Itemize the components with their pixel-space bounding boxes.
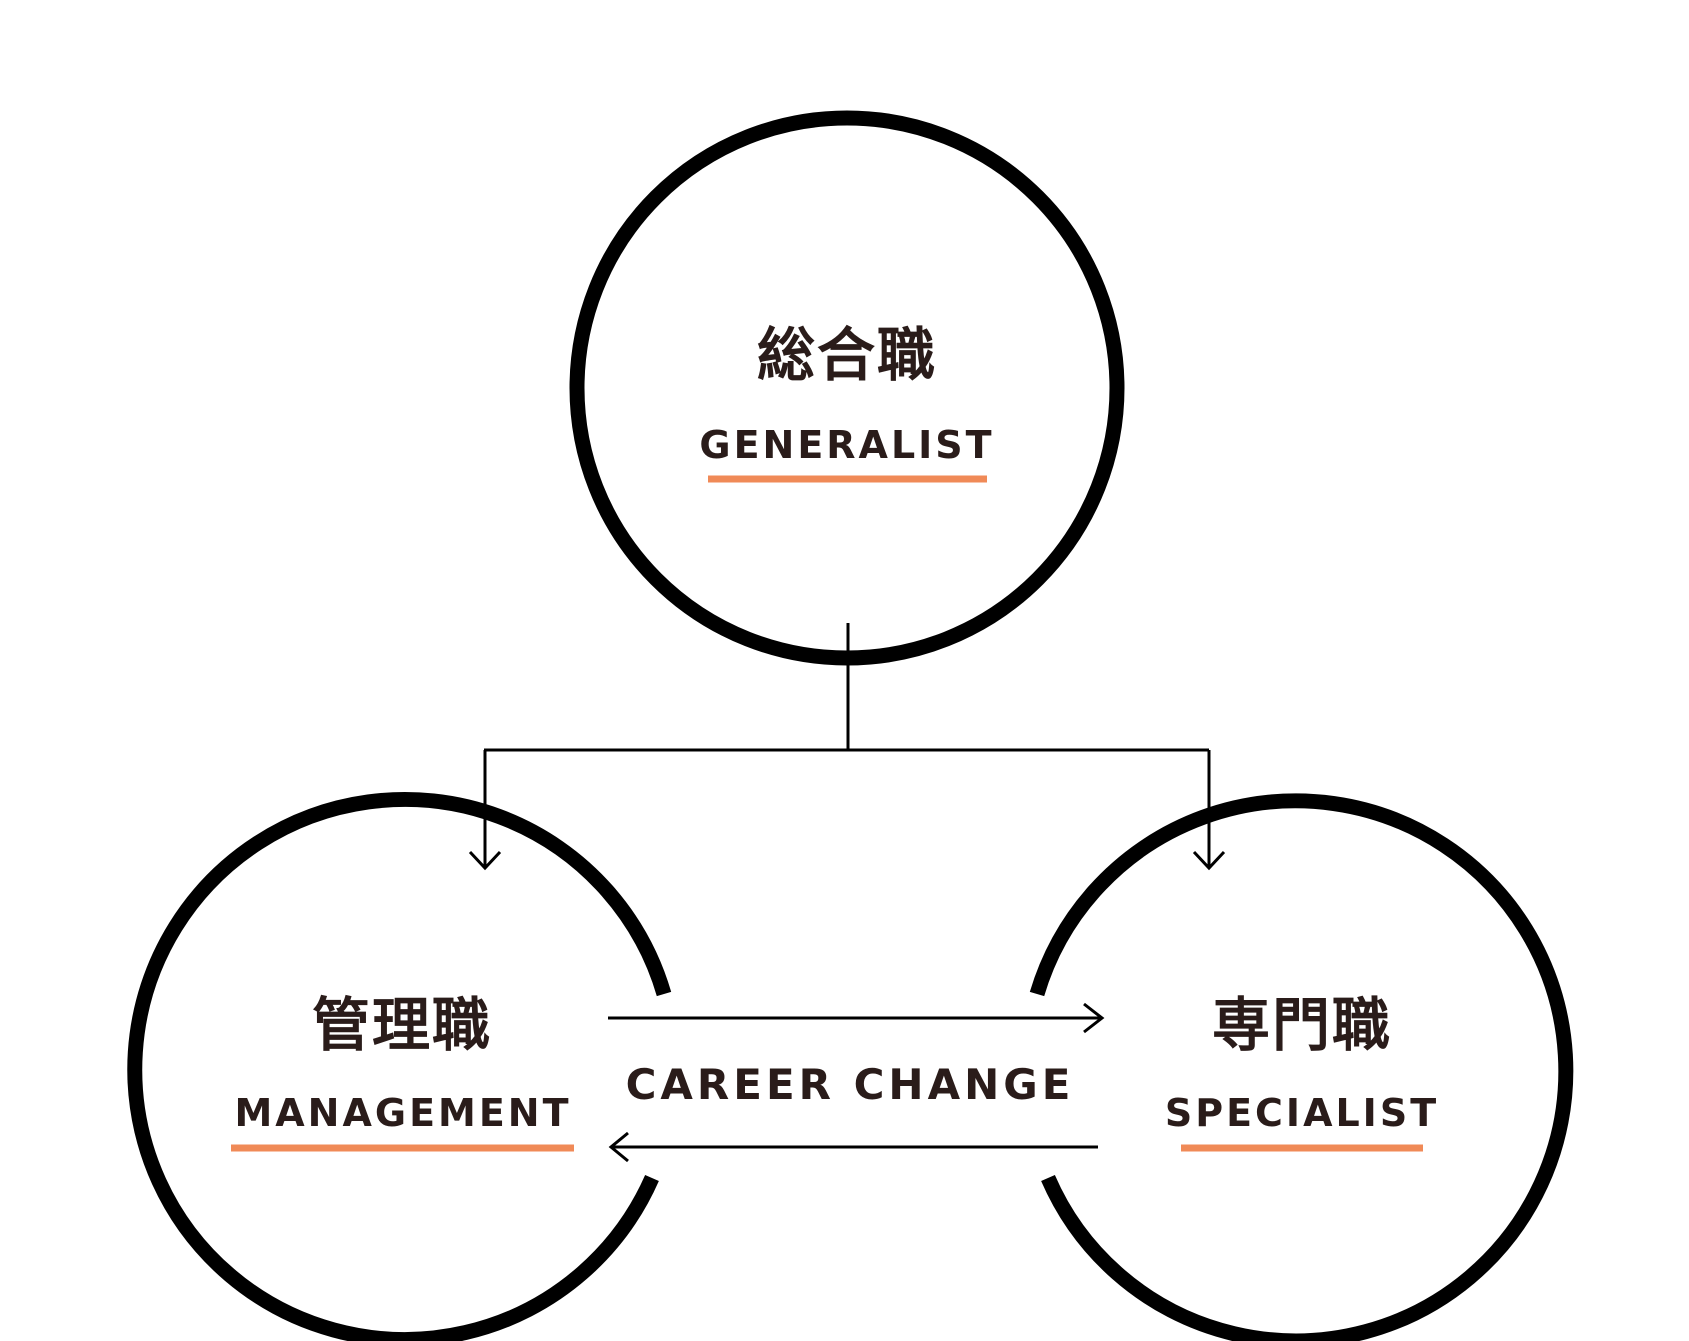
career-change-label: CAREER CHANGE [626,1060,1075,1109]
specialist-label-jp: 専門職 [1212,991,1392,1059]
specialist-label-en: SPECIALIST [1165,1091,1439,1135]
arrow-down-right-icon [1192,850,1226,871]
management-label-en: MANAGEMENT [234,1091,571,1135]
arrow-right-icon [1083,1002,1105,1034]
generalist-label-en: GENERALIST [699,423,994,467]
generalist-label-jp: 総合職 [757,321,937,389]
management-label-jp: 管理職 [312,991,492,1059]
specialist-circle [1029,793,1574,1341]
node-specialist: 専門職 SPECIALIST [1029,793,1574,1341]
career-change-connector [608,1002,1105,1163]
arrow-down-left-icon [468,850,502,871]
node-management: 管理職 MANAGEMENT [127,792,672,1341]
node-generalist: 総合職 GENERALIST [569,110,1125,666]
arrow-left-icon [608,1131,629,1163]
management-circle [127,792,672,1341]
branch-connector [468,623,1226,871]
